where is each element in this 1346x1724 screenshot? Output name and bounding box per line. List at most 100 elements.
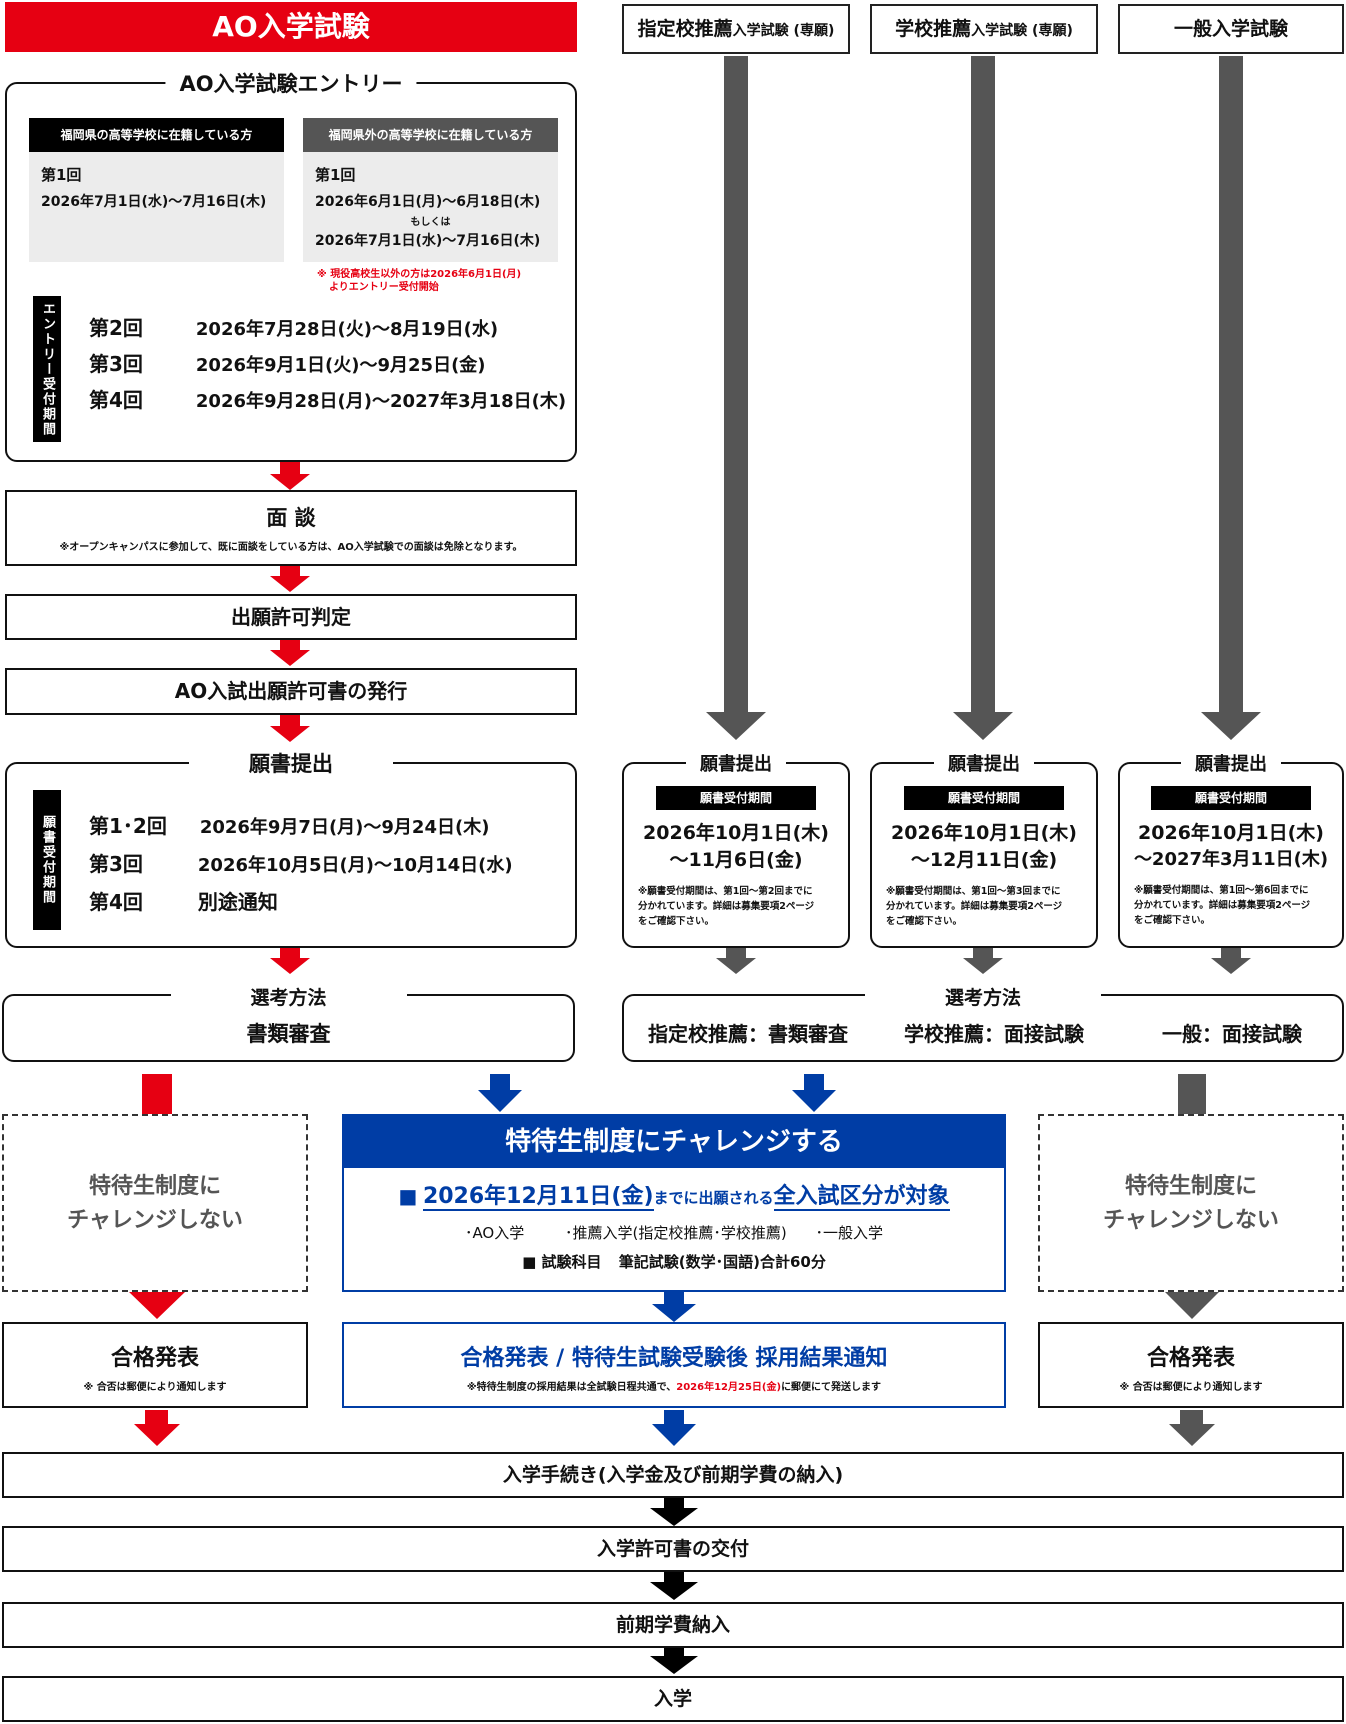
ao-selection-title: 選考方法: [170, 983, 407, 1010]
application-round-12: 第1･2回 2026年9月7日(月)〜9月24日(木): [89, 810, 489, 839]
result-center: 合格発表 / 特待生試験受験後 採用結果通知 ※特待生制度の採用結果は全試験日程…: [342, 1322, 1006, 1408]
entry-period-tab: エントリー受付期間: [33, 296, 61, 442]
arrow-interview-to-judgment: [270, 566, 310, 592]
arrow-gray-col1-to-selection: [716, 948, 756, 974]
arrow-gray-col2-to-selection: [963, 948, 1003, 974]
col3-date2: 〜2027年3月11日(木): [1133, 849, 1329, 870]
out-pref-dates2: 2026年7月1日(水)〜7月16日(木): [315, 233, 541, 249]
category-suisen: ･推薦入学(指定校推薦･学校推薦): [565, 1224, 787, 1242]
not-challenge-right: 特待生制度に チャレンジしない: [1038, 1114, 1344, 1292]
out-pref-round: 第1回: [315, 166, 356, 184]
application-round-12-label: 第1･2回: [89, 814, 167, 838]
arrow-black-3: [650, 1648, 698, 1674]
result-right-title: 合格発表: [1146, 1346, 1235, 1371]
right-selection-box: 選考方法 指定校推薦：書類審査 学校推薦：面接試験 一般：面接試験: [622, 983, 1344, 1062]
interview-title: 面 談: [266, 506, 316, 530]
arrow-blue-left: [478, 1074, 522, 1112]
entry-title: AO入学試験エントリー: [165, 68, 417, 98]
ao-selection-box: 選考方法 書類審査: [2, 983, 575, 1062]
entry-note-line2: よりエントリー受付開始: [329, 282, 439, 293]
entry-round-2: 第2回 2026年7月28日(火)〜8月19日(水): [89, 312, 498, 341]
permission-judgment-box: 出願許可判定: [5, 594, 577, 640]
category-ippan: ･一般入学: [815, 1224, 884, 1242]
not-challenge-left-line1: 特待生制度に: [88, 1174, 221, 1199]
application-round-4-dates: 別途通知: [197, 890, 278, 914]
ao-selection-method: 書類審査: [246, 1022, 331, 1046]
challenge-deadline-tail: 全入試区分が対象: [773, 1184, 950, 1211]
subject-label: ■ 試験科目: [522, 1253, 602, 1271]
entry-round-2-dates: 2026年7月28日(火)〜8月19日(水): [195, 319, 499, 340]
col2-notes: ※願書受付期間は、第1回〜第3回までに 分かれています。詳細は募集要項2ページ …: [872, 872, 1096, 929]
not-challenge-left-line2: チャレンジしない: [67, 1208, 243, 1233]
challenge-deadline-date: 2026年12月11日(金): [422, 1184, 654, 1211]
arrow-black-1: [650, 1498, 698, 1526]
ao-application-box: 願書提出 願書受付期間 第1･2回 2026年9月7日(月)〜9月24日(木) …: [5, 748, 577, 948]
result-left: 合格発表 ※ 合否は郵便により通知します: [2, 1322, 308, 1408]
col1-header-sub: 入学試験 (専願): [732, 23, 835, 39]
col3-application-box: 願書提出 願書受付期間 2026年10月1日(木) 〜2027年3月11日(木)…: [1118, 750, 1344, 948]
step-tuition-payment: 前期学費納入: [2, 1602, 1344, 1648]
arrow-red-to-procedure: [134, 1410, 180, 1446]
category-ao: ･AO入学: [464, 1224, 525, 1242]
application-round-3-label: 第3回: [89, 852, 143, 876]
in-pref-label: 福岡県の高等学校に在籍している方: [29, 118, 284, 152]
col3-note2: 分かれています。詳細は募集要項2ページ: [1134, 900, 1311, 911]
col3-header: 一般入学試験: [1118, 4, 1344, 54]
col1-date2: 〜11月6日(金): [669, 849, 803, 871]
col3-app-title: 願書提出: [1181, 750, 1281, 776]
col1-header-main: 指定校推薦: [637, 18, 733, 40]
result-center-note: ※特待生制度の採用結果は全試験日程共通で、2026年12月25日(金)に郵便にて…: [344, 1372, 1004, 1393]
out-pref-or: もしくは: [410, 217, 451, 228]
arrow-judgment-to-issue: [270, 640, 310, 666]
col2-note1: ※願書受付期間は、第1回〜第3回までに: [886, 886, 1061, 897]
result-center-note-date: 2026年12月25日(金): [676, 1382, 782, 1393]
challenge-categories: ･AO入学 ･推薦入学(指定校推薦･学校推薦) ･一般入学: [344, 1210, 1004, 1243]
ao-header: AO入学試験: [5, 2, 577, 52]
entry-round-3-dates: 2026年9月1日(火)〜9月25日(金): [195, 355, 486, 376]
application-round-3-dates: 2026年10月5日(月)〜10月14日(水): [197, 855, 513, 876]
not-challenge-right-line2: チャレンジしない: [1103, 1208, 1279, 1233]
out-pref-panel: 福岡県外の高等学校に在籍している方 第1回 2026年6月1日(月)〜6月18日…: [303, 118, 558, 262]
col2-period-label: 願書受付期間: [904, 786, 1064, 810]
col2-date2: 〜12月11日(金): [910, 849, 1058, 871]
ao-application-title: 願書提出: [189, 748, 393, 778]
challenge-deadline-mid: までに出願される: [653, 1189, 774, 1207]
arrow-blue-to-result: [652, 1292, 696, 1322]
challenge-title: 特待生制度にチャレンジする: [344, 1116, 1004, 1168]
not-challenge-left: 特待生制度に チャレンジしない: [2, 1114, 308, 1292]
arrow-gray-col1: [706, 56, 766, 740]
in-pref-panel: 福岡県の高等学校に在籍している方 第1回 2026年7月1日(水)〜7月16日(…: [29, 118, 284, 262]
col1-period-label: 願書受付期間: [656, 786, 816, 810]
entry-round-4-label: 第4回: [89, 388, 143, 412]
arrow-gray-to-procedure: [1169, 1410, 1215, 1446]
result-right: 合格発表 ※ 合否は郵便により通知します: [1038, 1322, 1344, 1408]
interview-note: ※オープンキャンパスに参加して、既に面談をしている方は、AO入学試験での面談は免…: [59, 542, 523, 553]
arrow-gray-col2: [953, 56, 1013, 740]
col2-date1: 2026年10月1日(木): [891, 822, 1077, 844]
application-round-4: 第4回 別途通知: [89, 886, 278, 915]
arrow-gray-col3-to-selection: [1211, 948, 1251, 974]
col1-notes: ※願書受付期間は、第1回〜第2回までに 分かれています。詳細は募集要項2ページ …: [624, 872, 848, 929]
not-challenge-right-line1: 特待生制度に: [1124, 1174, 1257, 1199]
col1-header: 指定校推薦入学試験 (専願): [622, 4, 850, 54]
challenge-box: 特待生制度にチャレンジする ■ 2026年12月11日(金)までに出願される全入…: [342, 1114, 1006, 1292]
col2-header-sub: 入学試験 (専願): [971, 23, 1073, 39]
arrow-entry-to-interview: [270, 462, 310, 490]
col1-note1: ※願書受付期間は、第1回〜第2回までに: [638, 886, 813, 897]
application-round-12-dates: 2026年9月7日(月)〜9月24日(木): [199, 817, 490, 838]
arrow-gray-col3: [1201, 56, 1261, 740]
selection-method-3: 一般：面接試験: [1162, 1022, 1302, 1046]
entry-round-3: 第3回 2026年9月1日(火)〜9月25日(金): [89, 348, 486, 377]
col3-notes: ※願書受付期間は、第1回〜第6回までに 分かれています。詳細は募集要項2ページ …: [1120, 871, 1342, 928]
col1-app-title: 願書提出: [686, 750, 786, 776]
col2-note2: 分かれています。詳細は募集要項2ページ: [886, 901, 1063, 912]
arrow-application-to-selection: [270, 948, 310, 974]
col3-note1: ※願書受付期間は、第1回〜第6回までに: [1134, 885, 1309, 896]
col1-date1: 2026年10月1日(木): [643, 822, 829, 844]
col3-note3: をご確認下さい。: [1134, 915, 1211, 926]
out-pref-label: 福岡県外の高等学校に在籍している方: [303, 118, 558, 152]
col2-header-main: 学校推薦: [895, 18, 972, 40]
subject-value: 筆記試験(数学･国語)合計60分: [618, 1253, 826, 1271]
challenge-subject: ■ 試験科目 筆記試験(数学･国語)合計60分: [344, 1243, 1004, 1272]
